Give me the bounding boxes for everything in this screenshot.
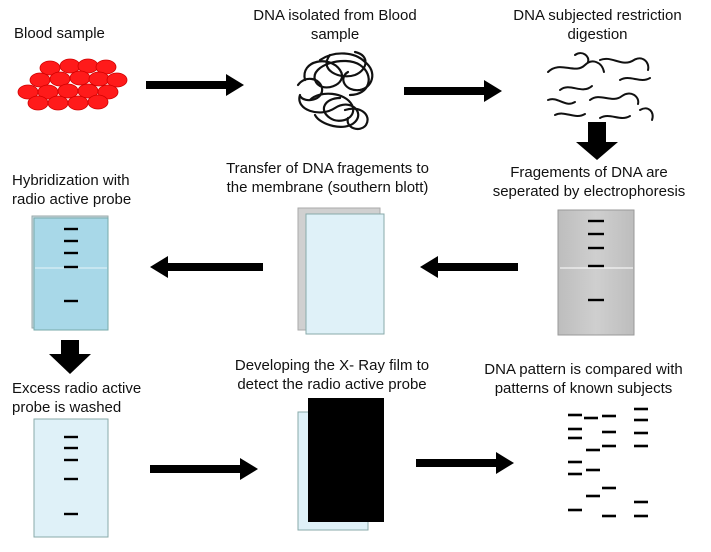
- arrow-icon: [49, 340, 91, 374]
- membrane-icon: [297, 207, 385, 335]
- washed-membrane-icon: [33, 418, 109, 538]
- label-washed-line2: probe is washed: [12, 399, 122, 416]
- label-transfer-line2: the membrane (southern blott): [226, 179, 429, 196]
- hybridized-membrane-icon: [31, 215, 109, 331]
- arrow-icon: [416, 452, 514, 474]
- arrow-icon: [404, 80, 502, 102]
- label-hybridization-line2: radio active probe: [12, 191, 132, 208]
- label-compare: DNA pattern is compared with patterns of…: [466, 360, 701, 398]
- electrophoresis-gel-icon: [557, 209, 635, 336]
- label-blood-sample: Blood sample: [14, 25, 105, 42]
- tangled-dna-icon: [296, 50, 374, 131]
- label-dna-isolated-line1: DNA isolated from Blood: [253, 7, 417, 24]
- label-xray: Developing the X- Ray film to detect the…: [212, 356, 452, 394]
- label-dna-isolated-line2: sample: [310, 26, 360, 43]
- label-restriction-line1: DNA subjected restriction: [513, 7, 682, 24]
- dna-fragments-icon: [547, 52, 654, 121]
- label-xray-line1: Developing the X- Ray film to: [234, 357, 430, 374]
- red-blood-cells-icon: [17, 58, 128, 111]
- label-hybridization-line1: Hybridization with: [12, 172, 130, 189]
- label-compare-line2: patterns of known subjects: [494, 380, 673, 397]
- arrow-icon: [150, 458, 258, 480]
- arrow-icon: [576, 122, 618, 160]
- dna-band-pattern-icon: [568, 407, 648, 518]
- label-washed: Excess radio active probe is washed: [12, 379, 141, 417]
- label-washed-line1: Excess radio active: [12, 380, 142, 397]
- xray-film-icon: [297, 398, 384, 531]
- arrow-icon: [420, 256, 518, 278]
- label-restriction-line2: digestion: [567, 26, 628, 43]
- label-restriction-digestion: DNA subjected restriction digestion: [490, 6, 705, 44]
- arrow-icon: [146, 74, 244, 96]
- label-electrophoresis-line2: seperated by electrophoresis: [492, 183, 686, 200]
- label-compare-line1: DNA pattern is compared with: [484, 361, 683, 378]
- label-transfer: Transfer of DNA fragements to the membra…: [210, 159, 445, 197]
- arrow-icon: [150, 256, 263, 278]
- label-dna-isolated: DNA isolated from Blood sample: [230, 6, 440, 44]
- label-xray-line2: detect the radio active probe: [237, 376, 427, 393]
- label-electrophoresis: Fragements of DNA are seperated by elect…: [474, 163, 704, 201]
- label-hybridization: Hybridization with radio active probe: [12, 171, 131, 209]
- label-electrophoresis-line1: Fragements of DNA are: [510, 164, 668, 181]
- label-transfer-line1: Transfer of DNA fragements to: [226, 160, 429, 177]
